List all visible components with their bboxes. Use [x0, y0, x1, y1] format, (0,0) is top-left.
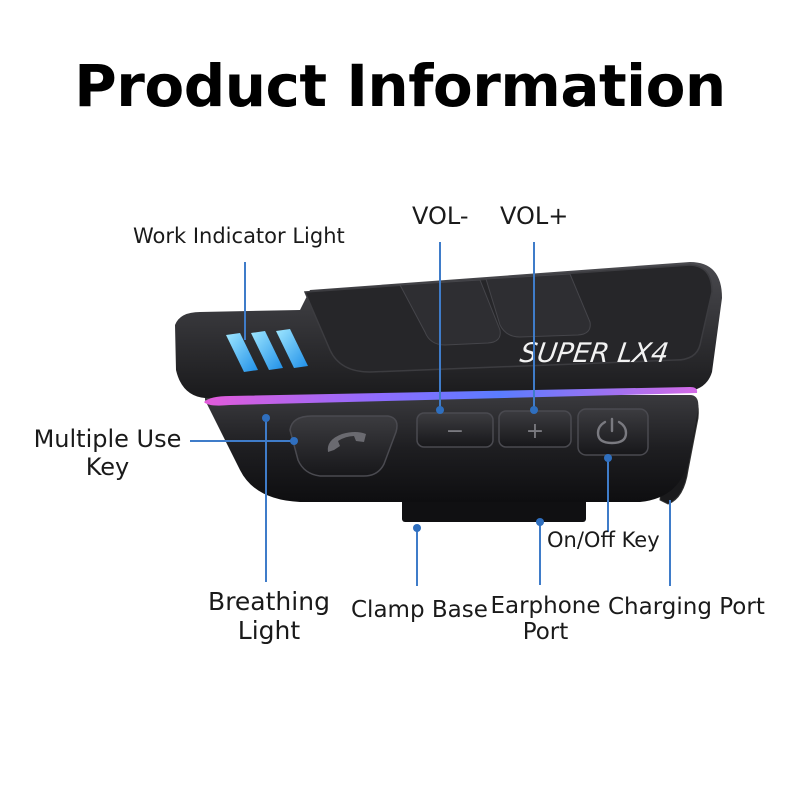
label-multiple-use-line2: Key [85, 452, 130, 481]
page-title: Product Information [74, 52, 726, 120]
breathing-light-strip [204, 387, 698, 406]
label-breathing-line2: Light [237, 615, 301, 645]
work-indicator-light [226, 329, 308, 372]
multiple-use-key[interactable] [289, 415, 398, 477]
label-breathing-light: Breathing Light [196, 587, 342, 646]
label-clamp-base: Clamp Base [351, 597, 488, 623]
label-multiple-use-key: Multiple Use Key [20, 425, 195, 481]
power-icon [596, 417, 628, 445]
label-vol-plus: VOL+ [500, 202, 569, 230]
vol-plus-button[interactable]: + [498, 410, 572, 448]
label-earphone-line1: Earphone [490, 593, 601, 619]
vol-minus-button[interactable]: − [416, 412, 494, 448]
label-charging-port: Charging Port [608, 594, 765, 620]
minus-icon: − [446, 419, 464, 444]
label-breathing-line1: Breathing [208, 587, 330, 616]
label-work-indicator-light: Work Indicator Light [133, 224, 345, 248]
label-on-off-key: On/Off Key [547, 528, 660, 552]
label-earphone-line2: Port [522, 619, 569, 646]
label-multiple-use-line1: Multiple Use [33, 425, 182, 453]
callout-lines [190, 242, 671, 586]
label-earphone-port: Earphone Port [488, 593, 603, 646]
on-off-key[interactable] [577, 408, 649, 456]
plus-icon: + [526, 419, 544, 444]
brand-logo-text: SUPER LX4 [518, 338, 671, 369]
label-vol-minus: VOL- [412, 202, 469, 230]
phone-handset-icon [327, 432, 366, 452]
